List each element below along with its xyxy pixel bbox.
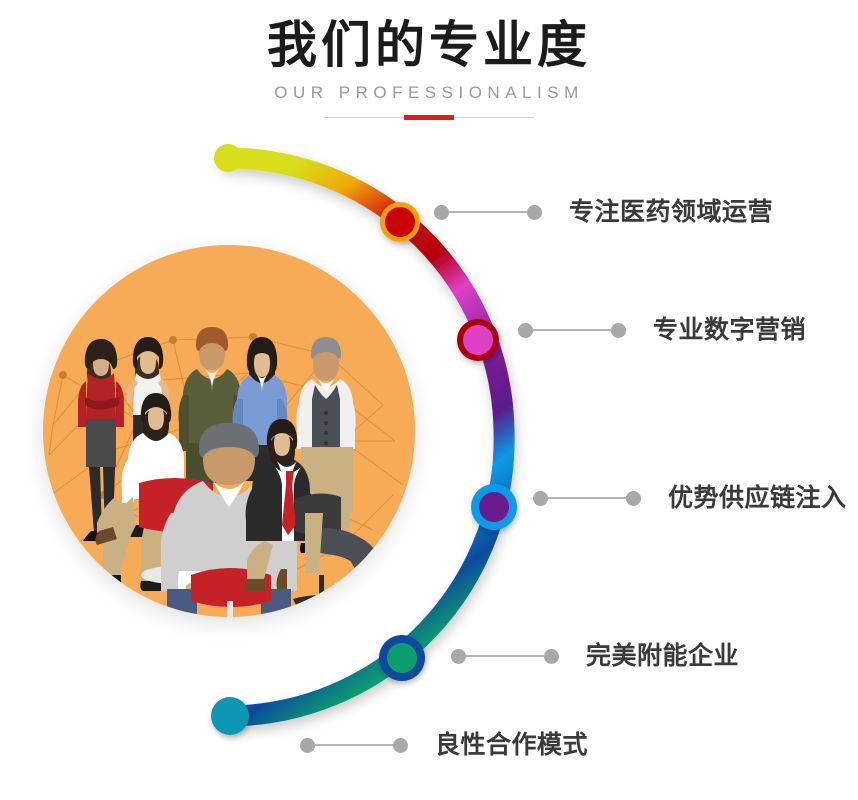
connector-line-5 <box>315 744 393 746</box>
connector-dot-start-2 <box>518 322 533 338</box>
milestone-label-text-4: 完美附能企业 <box>586 641 740 670</box>
connector-dot-start-4 <box>451 648 466 664</box>
milestone-node-2[interactable] <box>457 319 499 361</box>
page-title: 我们的专业度 <box>267 16 591 74</box>
arc-end-cap <box>211 697 249 735</box>
milestone-label-5[interactable]: 良性合作模式 <box>300 728 588 762</box>
milestone-node-1[interactable] <box>380 202 420 242</box>
connector-dot-start-3 <box>533 490 548 506</box>
milestone-node-3[interactable] <box>471 484 517 530</box>
connector-line-3 <box>548 497 626 499</box>
person-right-legs <box>305 513 323 573</box>
milestone-label-2[interactable]: 专业数字营销 <box>518 313 806 347</box>
connector-dot-end-4 <box>544 648 559 664</box>
divider-accent <box>404 115 454 120</box>
page-header: 我们的专业度 OUR PROFESSIONALISM <box>0 14 858 121</box>
milestone-label-text-1: 专注医药领域运营 <box>569 197 774 226</box>
milestone-label-4[interactable]: 完美附能企业 <box>451 639 739 673</box>
timeline-arc <box>217 147 515 727</box>
connector-line-4 <box>466 655 544 657</box>
milestone-label-1[interactable]: 专注医药领域运营 <box>434 195 773 229</box>
connector-dot-end-2 <box>611 322 626 338</box>
connector-line-2 <box>533 329 611 331</box>
milestone-node-4[interactable] <box>379 635 425 681</box>
arc-start-cap <box>214 144 242 172</box>
connector-dot-end-3 <box>626 490 641 506</box>
milestone-label-3[interactable]: 优势供应链注入 <box>533 481 847 515</box>
team-illustration <box>43 245 415 617</box>
connector-line-1 <box>449 211 527 213</box>
connector-dot-end-5 <box>393 737 408 753</box>
connector-dot-start-1 <box>434 204 449 220</box>
team-photo-circle <box>43 245 415 617</box>
connector-dot-start-5 <box>300 737 315 753</box>
page-subtitle: OUR PROFESSIONALISM <box>274 83 584 102</box>
milestone-label-text-3: 优势供应链注入 <box>668 483 847 512</box>
connector-dot-end-1 <box>527 204 542 220</box>
milestone-label-text-5: 良性合作模式 <box>435 730 589 759</box>
milestone-label-text-2: 专业数字营销 <box>653 315 807 344</box>
title-divider <box>324 115 534 121</box>
